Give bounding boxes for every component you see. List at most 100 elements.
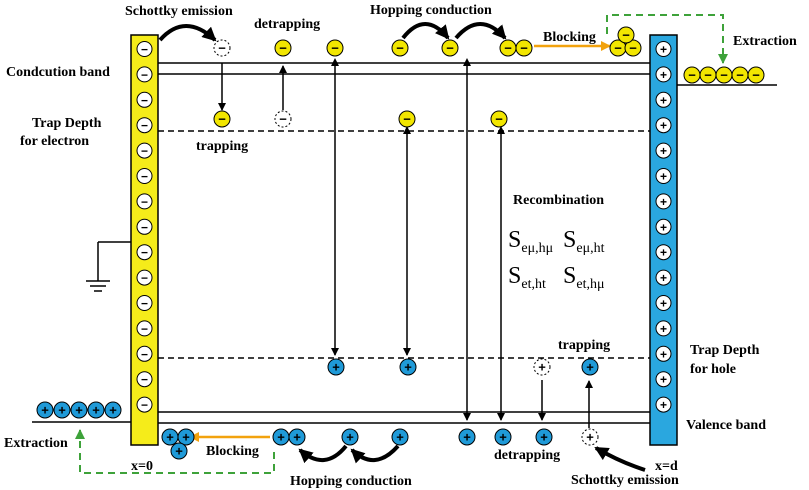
electrode-hole-icon: + (655, 345, 672, 362)
electrode-electron-icon: − (136, 396, 153, 413)
hopping-arrow-top-1 (401, 22, 450, 40)
svg-text:−: − (736, 68, 744, 83)
electron-icon: − (731, 66, 749, 84)
svg-text:+: + (182, 430, 190, 445)
svg-text:−: − (141, 68, 148, 82)
svg-text:+: + (660, 297, 667, 311)
rate-s-et-hmu: Set,hμ (563, 263, 604, 292)
hole-icon: + (391, 428, 409, 446)
electron-icon: − (398, 110, 416, 128)
electron-icon: − (490, 110, 508, 128)
svg-text:−: − (688, 68, 696, 83)
hole-vacancy-icon: + (533, 358, 551, 376)
svg-text:−: − (704, 68, 712, 83)
hole-vacancy-icon: + (581, 428, 599, 446)
x0-label: x=0 (131, 459, 153, 474)
hopping-arrow-bottom-1 (298, 444, 348, 464)
svg-text:+: + (463, 430, 471, 445)
electron-icon: − (441, 39, 459, 57)
hole-icon: + (581, 358, 599, 376)
svg-text:+: + (660, 68, 667, 82)
svg-text:+: + (41, 403, 49, 418)
rate-s-et-ht: Set,ht (508, 263, 546, 292)
electrode-hole-icon: + (655, 193, 672, 210)
hole-icon: + (53, 401, 71, 419)
svg-text:−: − (218, 112, 226, 127)
electrode-electron-icon: − (136, 91, 153, 108)
svg-text:+: + (586, 360, 594, 375)
svg-text:−: − (331, 41, 339, 56)
hole-icon: + (399, 358, 417, 376)
electrode-electron-icon: − (136, 269, 153, 286)
extraction-label-left: Extraction (4, 436, 68, 451)
electron-icon: − (699, 66, 717, 84)
electron-icon: − (213, 110, 231, 128)
hole-icon: + (341, 428, 359, 446)
electrode-electron-icon: − (136, 193, 153, 210)
svg-text:−: − (141, 398, 148, 412)
svg-text:−: − (141, 347, 148, 361)
svg-text:+: + (660, 93, 667, 107)
xd-label: x=d (655, 459, 678, 474)
valence-band-label: Valence band (686, 418, 766, 433)
svg-text:−: − (141, 170, 148, 184)
svg-text:−: − (141, 297, 148, 311)
svg-text:+: + (540, 430, 548, 445)
electrode-electron-icon: − (136, 142, 153, 159)
svg-text:−: − (279, 112, 287, 127)
hole-icon: + (170, 442, 188, 460)
svg-text:−: − (141, 144, 148, 158)
svg-text:−: − (614, 41, 622, 56)
svg-text:+: + (660, 373, 667, 387)
hole-icon: + (535, 428, 553, 446)
recombination-label: Recombination (513, 193, 604, 208)
electron-icon: − (274, 39, 292, 57)
svg-text:+: + (660, 43, 667, 57)
svg-text:−: − (141, 271, 148, 285)
electrode-hole-icon: + (655, 371, 672, 388)
electrode-hole-icon: + (655, 91, 672, 108)
svg-text:−: − (279, 41, 287, 56)
svg-text:−: − (622, 28, 630, 43)
electrode-electron-icon: − (136, 320, 153, 337)
electron-icon: − (624, 39, 642, 57)
electrode-hole-icon: + (655, 66, 672, 83)
svg-text:−: − (141, 220, 148, 234)
electron-icon: − (747, 66, 765, 84)
svg-text:+: + (277, 430, 285, 445)
svg-text:+: + (346, 430, 354, 445)
svg-text:−: − (629, 41, 637, 56)
svg-text:+: + (660, 347, 667, 361)
hole-icon: + (87, 401, 105, 419)
extraction-label-right: Extraction (733, 34, 797, 49)
electron-icon: − (617, 26, 635, 44)
electron-icon: − (609, 39, 627, 57)
electrode-hole-icon: + (655, 168, 672, 184)
extraction-path-top (606, 14, 728, 64)
trap-depth-hole-label-1: Trap Depth (690, 343, 760, 358)
svg-text:−: − (141, 246, 148, 260)
electrode-hole-icon: + (655, 218, 672, 235)
svg-text:+: + (660, 119, 667, 133)
electrode-hole-icon: + (655, 396, 672, 413)
svg-text:−: − (520, 41, 528, 56)
electrode-hole-icon: + (655, 269, 672, 286)
electrode-hole-icon: + (655, 142, 672, 159)
svg-text:−: − (495, 112, 503, 127)
rate-s-emu-hmu: Seμ,hμ (508, 227, 553, 256)
hole-icon: + (104, 401, 122, 419)
hole-icon: + (36, 401, 54, 419)
electrode-hole-icon: + (655, 295, 672, 311)
svg-text:+: + (293, 430, 301, 445)
svg-text:+: + (175, 444, 183, 459)
electron-icon: − (326, 39, 344, 57)
svg-text:−: − (141, 195, 148, 209)
ground-icon (86, 241, 131, 292)
trap-depth-hole-label-2: for hole (690, 362, 736, 377)
blocking-label-bottom: Blocking (206, 444, 259, 459)
hopping-conduction-label-top: Hopping conduction (370, 3, 492, 18)
trap-depth-electron-label-2: for electron (20, 134, 89, 149)
hole-icon: + (272, 428, 290, 446)
schottky-emission-label-top: Schottky emission (125, 4, 233, 19)
